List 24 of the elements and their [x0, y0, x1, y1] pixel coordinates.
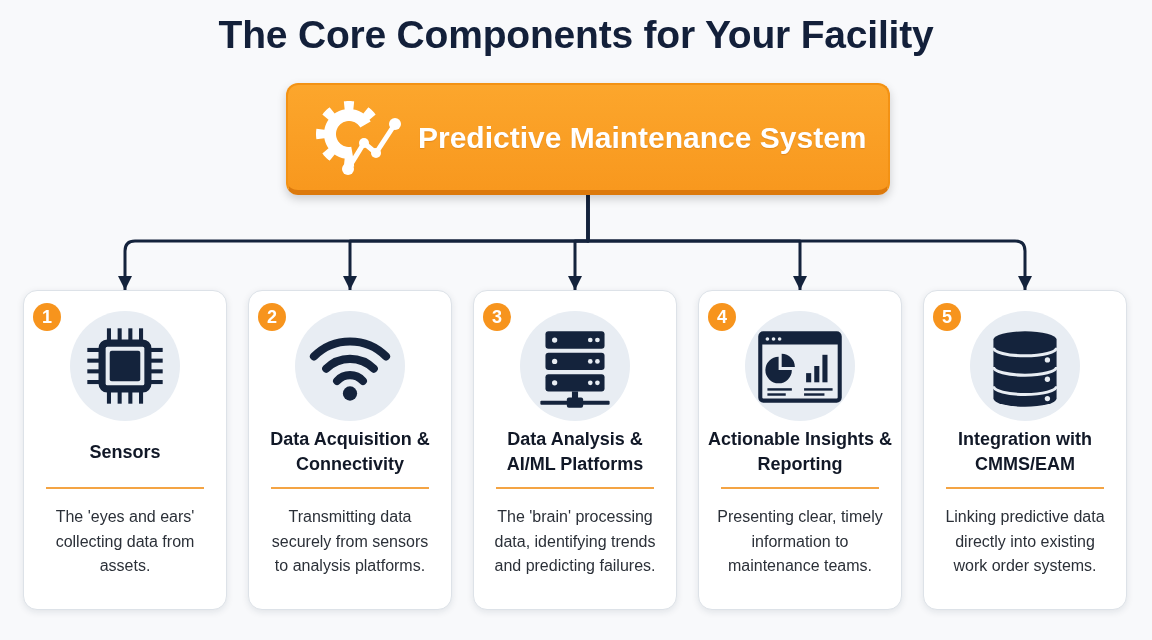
step-number: 3 [483, 303, 511, 331]
card-description: Linking predictive data directly into existing work order systems. [944, 507, 1106, 576]
card-heading: Integration with CMMS/EAM [957, 428, 1093, 476]
card-description: Presenting clear, timely information to maintenance teams. [716, 507, 884, 576]
step-number: 2 [258, 303, 286, 331]
card-description: The 'brain' processing data, identifying trends and predicting failures. [493, 507, 657, 576]
card-heading: Data Analysis & AI/ML Platforms [505, 428, 645, 476]
step-number: 4 [708, 303, 736, 331]
component-card [23, 290, 227, 610]
component-card [473, 290, 677, 610]
card-heading: Sensors [89, 440, 161, 464]
system-title: Predictive Maintenance System [418, 120, 867, 155]
step-number: 1 [33, 303, 61, 331]
component-card [698, 290, 902, 610]
component-card [248, 290, 452, 610]
card-description: The 'eyes and ears' collecting data from assets. [54, 507, 196, 576]
step-number: 5 [933, 303, 961, 331]
arrow [586, 195, 1032, 290]
card-description: Transmitting data securely from sensors to analysis platforms. [270, 507, 430, 576]
diagram-title: The Core Components for Your Facility [218, 12, 934, 58]
card-heading: Data Acquisition & Connectivity [269, 428, 431, 476]
component-card [923, 290, 1127, 610]
system-box [286, 83, 890, 195]
card-heading: Actionable Insights & Reporting [707, 428, 893, 476]
